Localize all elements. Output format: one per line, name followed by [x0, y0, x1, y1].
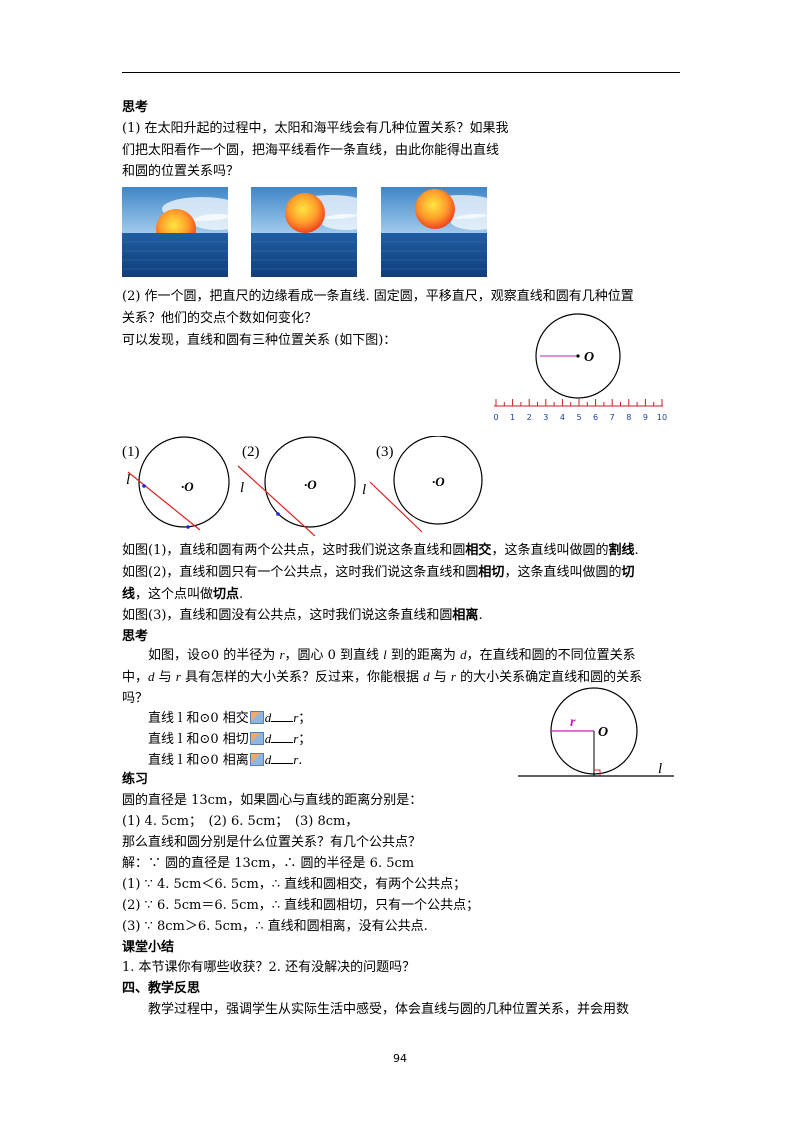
header-rule	[122, 72, 680, 73]
figure-o-label: O	[598, 725, 608, 740]
think1-q1-line1: (1) 在太阳升起的过程中，太阳和海平线会有几种位置关系？如果我	[122, 121, 509, 136]
radius-distance-figure: r O l	[518, 687, 674, 777]
think2-heading: 思考	[122, 629, 149, 644]
think1-q1-line2: 们把太阳看作一个圆，把海平线看作一条直线，由此你能得出直线	[122, 143, 500, 158]
think1-q2-line2: 关系？他们的交点个数如何变化？	[122, 311, 318, 326]
ruler-tick-label: 7	[610, 413, 615, 422]
relation-placeholder-icon	[249, 711, 264, 724]
ruler-tick-label: 0	[493, 413, 498, 422]
ruler-tick-label: 4	[560, 413, 565, 422]
summary-text: 1. 本节课你有哪些收获？2. 还有没解决的问题吗？	[122, 960, 416, 975]
practice-ask: 那么直线和圆分别是什么位置关系？有几个公共点？	[122, 835, 422, 850]
sunrise-image-2	[251, 187, 357, 277]
figure-l-label: l	[658, 761, 662, 777]
ruler-tick-label: 3	[543, 413, 548, 422]
reflection-heading: 四、教学反思	[122, 981, 201, 996]
practice-question: 圆的直径是 13cm，如果圆心与直线的距离分别是：	[122, 793, 423, 808]
think1-q1-line3: 和圆的位置关系吗？	[122, 164, 240, 179]
desc-line-4: 如图(3)，直线和圆没有公共点，这时我们说这条直线和圆相离.	[122, 608, 483, 623]
think2-para-line3: 吗？	[122, 691, 149, 706]
relation-placeholder-icon	[249, 753, 264, 766]
desc-line-2: 如图(2)，直线和圆只有一个公共点，这时我们说这条直线和圆相切，这条直线叫做圆的…	[122, 565, 635, 580]
ruler-ticks: 0 1 2 3 4 5 6 7 8 9 10	[493, 399, 667, 422]
ruler-tick-label: 10	[657, 413, 667, 422]
think2-para-line1: 如图，设⊙0 的半径为 r，圆心 0 到直线 l 到的距离为 d，在直线和圆的不…	[148, 647, 636, 663]
practice-options: (1) 4. 5cm； (2) 6. 5cm； (3) 8cm，	[122, 814, 359, 829]
figure-1-line-label: l	[126, 472, 130, 488]
ruler-tick-label: 5	[576, 413, 581, 422]
desc-line-3: 线，这个点叫做切点.	[122, 587, 244, 602]
solution-line-3: (3) ∵ 8cm＞6. 5cm，∴ 直线和圆相离，没有公共点.	[122, 919, 428, 934]
think1-q2-line1: (2) 作一个圆，把直尺的边缘看成一条直线. 固定圆，平移直尺，观察直线和圆有几…	[122, 289, 634, 304]
summary-heading: 课堂小结	[122, 940, 175, 955]
desc-line-1: 如图(1)，直线和圆有两个公共点，这时我们说这条直线和圆相交，这条直线叫做圆的割…	[122, 543, 639, 558]
think1-q2-line3: 可以发现，直线和圆有三种位置关系 (如下图)：	[122, 333, 397, 348]
figure-r-label: r	[570, 715, 576, 730]
figure-2-o-label: ·O	[304, 477, 317, 492]
page-number: 94	[393, 1052, 407, 1065]
think1-heading: 思考	[122, 100, 149, 115]
solution-line-1: (1) ∵ 4. 5cm＜6. 5cm，∴ 直线和圆相交，有两个公共点；	[122, 877, 467, 892]
figure-1-o-label: ·O	[181, 479, 194, 494]
ruler-tick-label: 6	[593, 413, 598, 422]
sunrise-image-3	[381, 187, 487, 277]
think2-para-line2: 中，d 与 r 具有怎样的大小关系？反过来，你能根据 d 与 r 的大小关系确定…	[122, 669, 643, 685]
solution-line-0: 解：∵ 圆的直径是 13cm，∴ 圆的半径是 6. 5cm	[122, 856, 415, 871]
ruler-tick-label: 8	[626, 413, 631, 422]
ruler-tick-label: 2	[527, 413, 532, 422]
figure-3-label: (3)	[376, 444, 394, 460]
figure-2-label: (2)	[242, 444, 260, 460]
relation-placeholder-icon	[249, 732, 264, 745]
sunrise-image-1	[122, 187, 228, 277]
ruler-tick-label: 9	[643, 413, 648, 422]
figure-3-line-label: l	[362, 482, 366, 498]
figure-1-label: (1)	[122, 444, 140, 460]
reflection-text: 教学过程中，强调学生从实际生活中感受，体会直线与圆的几种位置关系，并会用数	[148, 1002, 630, 1017]
practice-heading: 练习	[122, 772, 149, 787]
solution-line-2: (2) ∵ 6. 5cm＝6. 5cm，∴ 直线和圆相切，只有一个公共点；	[122, 898, 480, 913]
ruler-circle-figure: O 0 1 2 3 4 5 6 7 8 9 10	[493, 313, 667, 422]
position-figures: (1) l ·O (2) l ·O (3) l ·O	[122, 436, 483, 536]
figure-2-line-label: l	[240, 480, 244, 496]
ruler-circle-o-label: O	[584, 350, 594, 365]
figure-3-o-label: ·O	[432, 474, 445, 489]
ruler-tick-label: 1	[510, 413, 515, 422]
